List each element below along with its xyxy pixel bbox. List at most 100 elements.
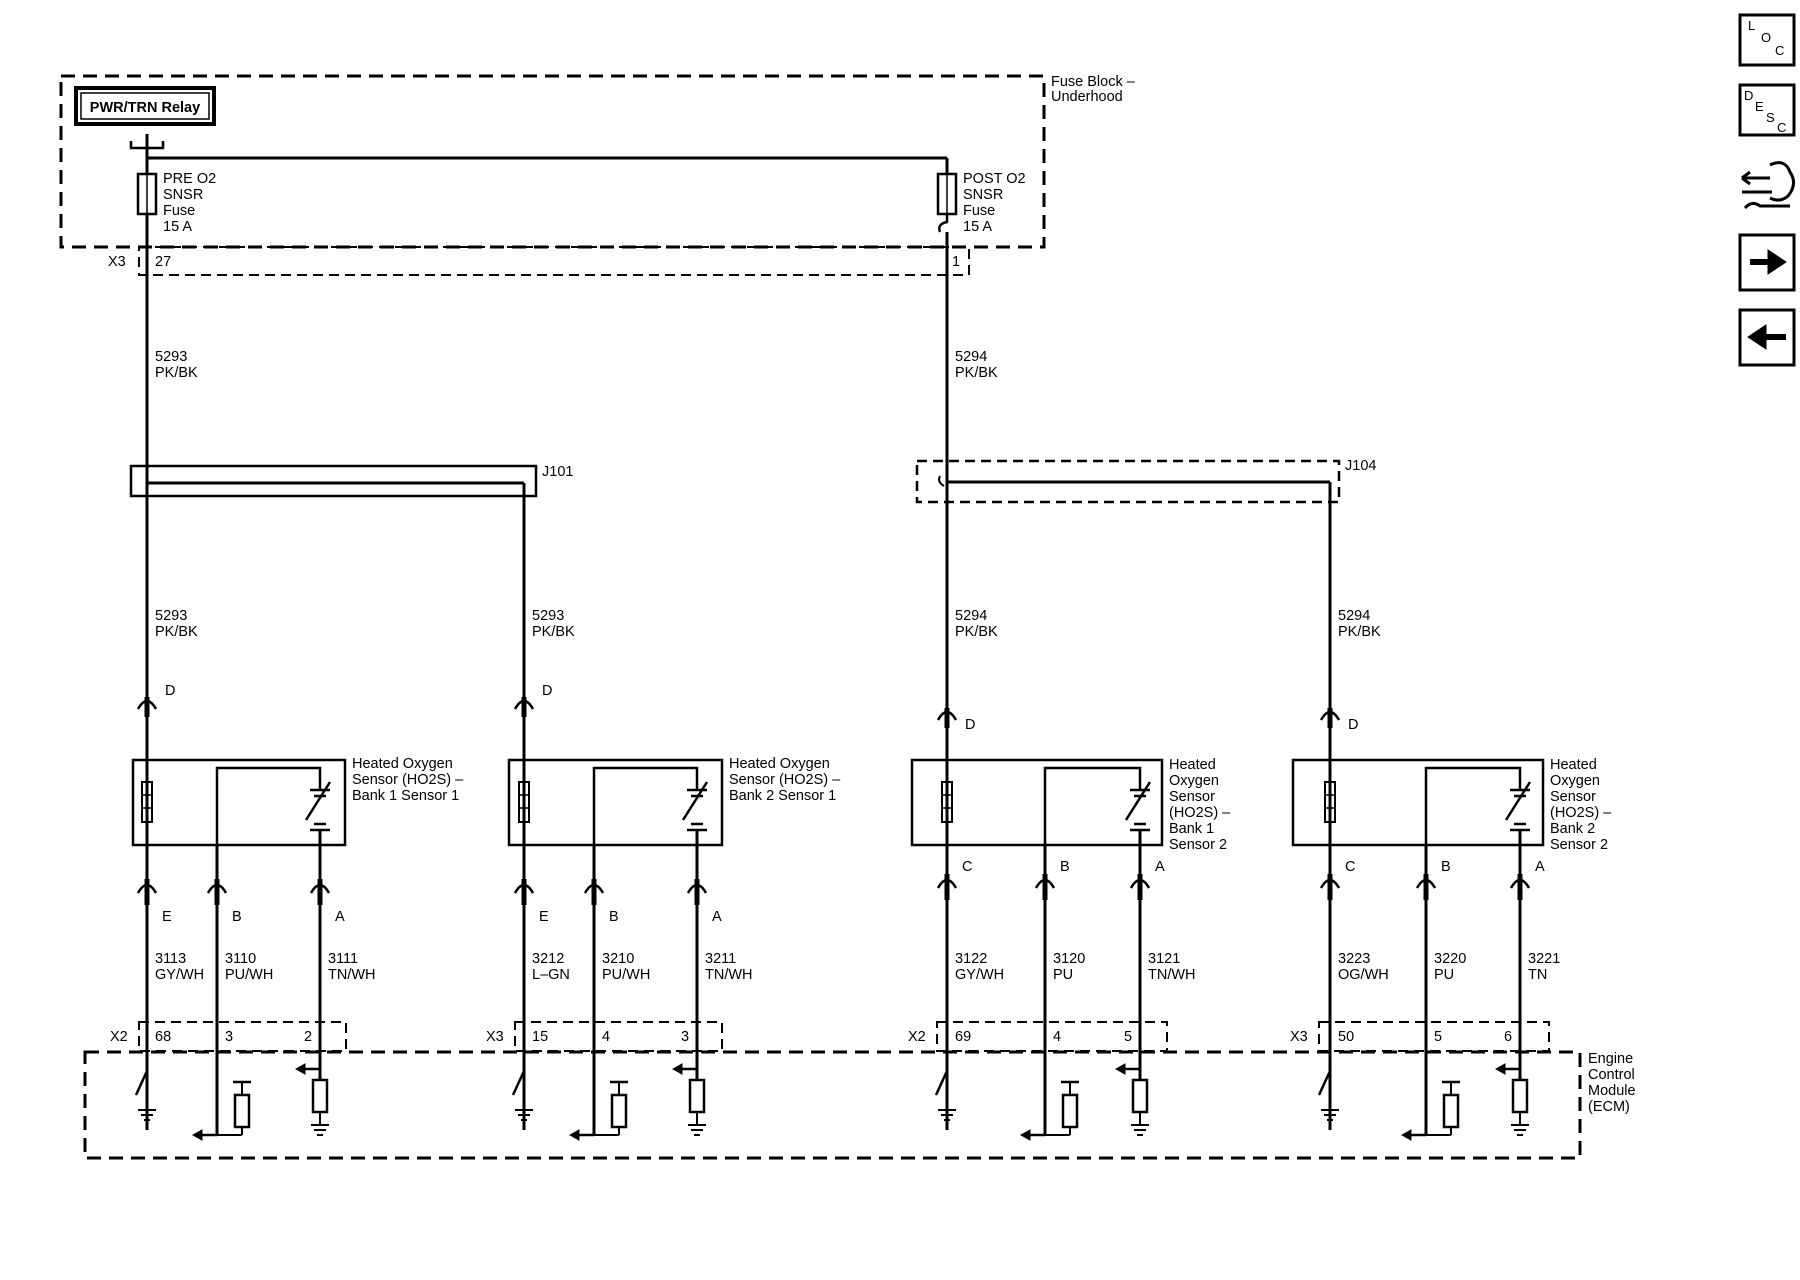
sensor-pin-label: C	[962, 859, 972, 875]
sensor-top-pin-label: D	[165, 683, 175, 699]
sensor-name-label: Bank 1 Sensor 1	[352, 788, 459, 804]
connector-end-view-icon[interactable]	[1741, 161, 1795, 210]
ecm-connector-pin: 69	[955, 1029, 971, 1045]
feed-wire-label: 5294	[955, 349, 987, 365]
low-reference-arrow-icon	[568, 1129, 580, 1141]
pwr-trn-relay-box	[74, 86, 216, 126]
post-o2-fuse-label: Fuse	[963, 203, 995, 219]
ecm-connector-pin: 3	[225, 1029, 233, 1045]
signal-input-arrow-icon	[1114, 1063, 1126, 1075]
ecm-connector-pin: 68	[155, 1029, 171, 1045]
loc-button-letter: C	[1775, 43, 1784, 58]
oxygen-sensing-element-icon	[304, 781, 332, 821]
pwr-trn-relay-inner	[80, 92, 210, 120]
fuse-block-connector-x3	[138, 246, 970, 276]
sensor-connector-terminal	[1034, 878, 1056, 889]
ecm-label: Engine	[1588, 1051, 1633, 1067]
signal-resistor-icon	[311, 1078, 329, 1114]
ecm-connector-pin: 4	[602, 1029, 610, 1045]
heated-oxygen-sensor-box	[910, 758, 1164, 847]
desc-button-letter: D	[1744, 88, 1753, 103]
post-o2-fuse-label: 15 A	[963, 219, 992, 235]
sensor-feed-wire-label: 5293	[155, 608, 187, 624]
sensor-name-label: Heated	[1169, 757, 1216, 773]
circuit-wire-label: 3121	[1148, 951, 1180, 967]
desc-button[interactable]	[1738, 83, 1796, 137]
circuit-wire-label: 3122	[955, 951, 987, 967]
sensor-pin-label: E	[162, 909, 172, 925]
post-o2-fuse-label: SNSR	[963, 187, 1003, 203]
heated-oxygen-sensor-box	[507, 758, 724, 847]
pre-o2-fuse-label: 15 A	[163, 219, 192, 235]
signal-resistor-icon	[1131, 1078, 1149, 1114]
heater-control-switch-icon	[134, 1070, 149, 1096]
oxygen-sensing-element-icon	[681, 781, 709, 821]
ecm-connector-pin: 4	[1053, 1029, 1061, 1045]
sensor-connector-d	[513, 699, 535, 710]
next-page-button[interactable]	[1738, 233, 1796, 292]
loc-button[interactable]	[1738, 13, 1796, 67]
circuit-wire-label: OG/WH	[1338, 967, 1389, 983]
circuit-wire-label: GY/WH	[155, 967, 204, 983]
sensor-name-label: Sensor 2	[1169, 837, 1227, 853]
sensor-connector-terminal	[136, 883, 158, 894]
heater-control-switch-icon	[1317, 1070, 1332, 1096]
ecm-connector-name: X3	[486, 1029, 504, 1045]
sensor-name-label: Heated	[1550, 757, 1597, 773]
fuse-block-label: Underhood	[1051, 89, 1123, 105]
low-reference-arrow-icon	[1400, 1129, 1412, 1141]
heater-element-icon	[1324, 781, 1336, 823]
desc-button-letter: S	[1766, 110, 1775, 125]
ecm-connector-pin: 3	[681, 1029, 689, 1045]
fuse-block-connector-pin: 1	[952, 254, 960, 270]
sensor-feed-wire-label: PK/BK	[532, 624, 575, 640]
pre-o2-fuse-label: Fuse	[163, 203, 195, 219]
circuit-wire-label: 3111	[328, 951, 358, 967]
low-reference-arrow-icon	[1019, 1129, 1031, 1141]
circuit-wire-label: 3220	[1434, 951, 1466, 967]
feed-wire-label: 5293	[155, 349, 187, 365]
sensor-pin-label: B	[609, 909, 619, 925]
heater-element-icon	[941, 781, 953, 823]
splice-j101-label: J101	[542, 464, 573, 480]
previous-page-arrow-icon	[1747, 324, 1767, 350]
feed-wire-label: PK/BK	[955, 365, 998, 381]
bias-resistor-icon	[1442, 1093, 1460, 1129]
ecm-label: (ECM)	[1588, 1099, 1630, 1115]
ecm-connector-pin: 2	[304, 1029, 312, 1045]
bias-resistor-icon	[233, 1093, 251, 1129]
circuit-wire-label: PU	[1434, 967, 1454, 983]
sensor-pin-label: B	[1441, 859, 1451, 875]
oxygen-sensing-element-icon	[1504, 781, 1532, 821]
bias-resistor-icon	[610, 1093, 628, 1129]
sensor-name-label: Oxygen	[1550, 773, 1600, 789]
desc-button-letter: C	[1777, 120, 1786, 135]
relay-contact	[129, 141, 165, 150]
circuit-wire-label: 3221	[1528, 951, 1560, 967]
circuit-wire-label: 3110	[225, 951, 256, 967]
sensor-pin-label: B	[232, 909, 242, 925]
sensor-feed-wire-label: PK/BK	[155, 624, 198, 640]
sensor-name-label: Sensor 2	[1550, 837, 1608, 853]
circuit-wire-label: 3211	[705, 951, 736, 967]
ecm-connector-pin: 50	[1338, 1029, 1354, 1045]
ecm-connector-name: X3	[1290, 1029, 1308, 1045]
splice-j104-label: J104	[1345, 458, 1376, 474]
ecm-connector-pin: 15	[532, 1029, 548, 1045]
circuit-wire-label: TN/WH	[1148, 967, 1196, 983]
sensor-name-label: Oxygen	[1169, 773, 1219, 789]
connector-end-view-icon	[1741, 170, 1772, 194]
fuse-block-boundary	[59, 74, 1046, 249]
heater-control-switch-icon	[934, 1070, 949, 1096]
next-page-arrow-icon	[1767, 249, 1787, 275]
sensor-name-label: (HO2S) –	[1550, 805, 1612, 821]
sensor-connector-terminal	[583, 883, 605, 894]
connector-end-view-icon	[1769, 161, 1795, 202]
ecm-connector-name: X2	[110, 1029, 128, 1045]
sensor-pin-label: B	[1060, 859, 1070, 875]
sensor-top-pin-label: D	[542, 683, 552, 699]
pwr-trn-relay-label: PWR/TRN Relay	[90, 100, 200, 116]
previous-page-button[interactable]	[1738, 308, 1796, 367]
